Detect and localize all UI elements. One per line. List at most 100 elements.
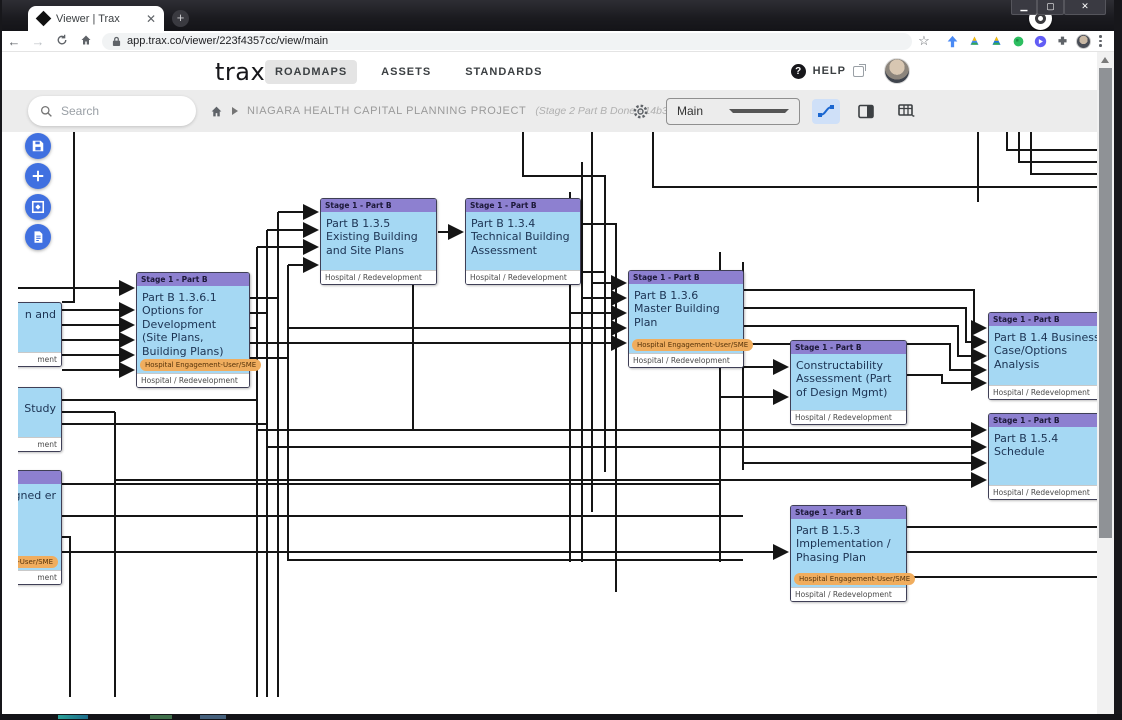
page-scrollbar[interactable] (1097, 52, 1114, 714)
flow-node-partial[interactable]: Study ment (18, 387, 62, 452)
node-footer: ment (18, 570, 61, 584)
node-footer: Hospital / Redevelopment (466, 270, 580, 284)
search-box[interactable] (28, 96, 196, 126)
scrollbar-thumb[interactable] (1099, 68, 1112, 538)
node-title: Constructability Assessment (Part of Des… (796, 359, 892, 399)
drive-extension-icon-2[interactable] (988, 33, 1004, 49)
arrow-extension-icon[interactable] (944, 33, 960, 49)
home-icon[interactable] (210, 105, 223, 118)
node-footer: ment (18, 437, 61, 451)
connector-lines (18, 132, 1097, 697)
gear-icon[interactable] (626, 99, 654, 124)
node-stage-label: Stage 1 - Part B (321, 199, 436, 212)
browser-home-icon[interactable] (74, 34, 98, 49)
flow-node[interactable]: Stage 1 - Part B Part B 1.3.5 Existing B… (320, 198, 437, 285)
search-input[interactable] (61, 104, 171, 118)
node-footer: Hospital / Redevelopment (791, 410, 906, 424)
breadcrumb-version: (Stage 2 Part B Done - 14b3d1be8b) (535, 105, 707, 117)
search-icon (40, 105, 52, 117)
flow-node[interactable]: Stage 1 - Part B Constructability Assess… (790, 340, 907, 425)
flow-node[interactable]: Stage 1 - Part B Part B 1.3.6.1 Options … (136, 272, 262, 388)
address-bar[interactable]: app.trax.co/viewer/223f4357cc/view/main (102, 32, 912, 50)
add-button[interactable] (25, 163, 51, 189)
overview-icon (31, 200, 45, 214)
add-icon (32, 170, 44, 182)
profile-avatar-small[interactable] (1076, 33, 1091, 49)
tab-close-icon[interactable]: ✕ (145, 11, 156, 26)
maximize-button[interactable]: ▢ (1037, 0, 1064, 15)
drive-extension-icon[interactable] (966, 33, 982, 49)
flow-node[interactable]: Stage 1 - Part B Part B 1.3.6 Master Bui… (628, 270, 754, 368)
external-link-icon (853, 63, 866, 77)
nav-roadmaps[interactable]: ROADMAPS (265, 60, 358, 84)
trax-logo: trax (215, 58, 266, 86)
browser-tab[interactable]: Viewer | Trax ✕ (28, 6, 164, 31)
tab-title: Viewer | Trax (56, 12, 120, 25)
node-footer: Hospital / Redevelopment (989, 485, 1097, 499)
node-footer: Hospital / Redevelopment (321, 270, 436, 284)
node-stage-label: Stage 1 - Part B (791, 506, 906, 519)
node-footer: Hospital / Redevelopment (989, 385, 1097, 399)
breadcrumb-project[interactable]: NIAGARA HEALTH CAPITAL PLANNING PROJECT (247, 105, 527, 117)
node-title: Part B 1.3.6 Master Building Plan (634, 289, 720, 329)
node-title: n and (24, 308, 56, 321)
minimize-button[interactable]: ▁ (1011, 0, 1037, 15)
back-icon[interactable]: ← (7, 33, 21, 49)
browser-menu-icon[interactable] (1099, 35, 1102, 47)
save-button[interactable] (25, 133, 51, 159)
table-export-icon[interactable] (892, 99, 920, 124)
trax-favicon-icon (35, 10, 52, 27)
user-avatar[interactable] (884, 58, 910, 84)
lock-icon (112, 36, 121, 46)
flow-node-partial[interactable]: n and ment (18, 302, 62, 367)
browser-toolbar: ← → app.trax.co/viewer/223f4357cc/view/m… (2, 31, 1114, 52)
flow-node[interactable]: Stage 1 - Part B Part B 1.5.4 Schedule H… (988, 413, 1097, 500)
nav-standards[interactable]: STANDARDS (465, 66, 543, 78)
node-title: Part B 1.3.5 Existing Building and Site … (326, 217, 418, 257)
main-nav: ROADMAPS ASSETS STANDARDS (265, 60, 552, 84)
evernote-extension-icon[interactable] (1010, 33, 1026, 49)
flow-node[interactable]: Stage 1 - Part B Part B 1.5.3 Implementa… (790, 505, 916, 602)
chevron-down-icon (729, 109, 789, 113)
node-tag: Hospital Engagement-User/SME (632, 339, 754, 351)
layout-panel-icon[interactable] (852, 99, 880, 124)
forward-icon[interactable]: → (31, 33, 45, 49)
app-header: trax ROADMAPS ASSETS STANDARDS ? HELP (2, 52, 1114, 90)
new-tab-button[interactable]: + (172, 10, 189, 27)
nav-assets[interactable]: ASSETS (381, 66, 432, 78)
close-button[interactable]: ✕ (1064, 0, 1106, 15)
node-title: Part B 1.5.3 Implementation / Phasing Pl… (796, 524, 891, 564)
flow-node[interactable]: Stage 1 - Part B Part B 1.4 Business Cas… (988, 312, 1097, 400)
node-stage-label: Stage 1 - Part B (989, 313, 1097, 326)
view-selector-value: Main (677, 104, 704, 118)
node-stage-label (18, 471, 61, 484)
file-icon (34, 231, 43, 243)
help-link[interactable]: HELP (812, 65, 846, 77)
flow-node-partial[interactable]: atial (aligned er -User/SME ment (18, 470, 62, 585)
save-icon (32, 140, 44, 152)
view-selector[interactable]: Main (666, 97, 800, 125)
document-button[interactable] (25, 224, 51, 250)
node-stage-label: Stage 1 - Part B (137, 273, 249, 286)
node-footer: Hospital / Redevelopment (137, 373, 249, 387)
browser-titlebar: Viewer | Trax ✕ + ▁ ▢ ✕ (2, 0, 1114, 31)
roadmap-canvas[interactable]: Stage 1 - Part B Part B 1.3.5 Existing B… (18, 132, 1097, 697)
scroll-up-icon[interactable] (1101, 57, 1109, 63)
flow-view-icon[interactable] (812, 98, 840, 124)
viewer-toolbar: NIAGARA HEALTH CAPITAL PLANNING PROJECT … (2, 90, 1114, 132)
help-icon: ? (790, 63, 806, 79)
node-title: Part B 1.4 Business Case/Options Analysi… (994, 331, 1097, 371)
puzzle-extensions-icon[interactable] (1054, 33, 1070, 49)
reload-icon[interactable] (50, 34, 74, 49)
node-title: Part B 1.3.6.1 Options for Development (… (142, 291, 224, 358)
bookmark-star-icon[interactable]: ☆ (918, 33, 930, 48)
extension-icons (944, 33, 1106, 49)
loom-extension-icon[interactable] (1032, 33, 1048, 49)
url-text: app.trax.co/viewer/223f4357cc/view/main (127, 35, 329, 47)
window-controls: ▁ ▢ ✕ (1011, 0, 1106, 15)
node-title: atial (aligned er (18, 489, 56, 502)
overview-button[interactable] (25, 194, 51, 220)
flow-node[interactable]: Stage 1 - Part B Part B 1.3.4 Technical … (465, 198, 581, 285)
